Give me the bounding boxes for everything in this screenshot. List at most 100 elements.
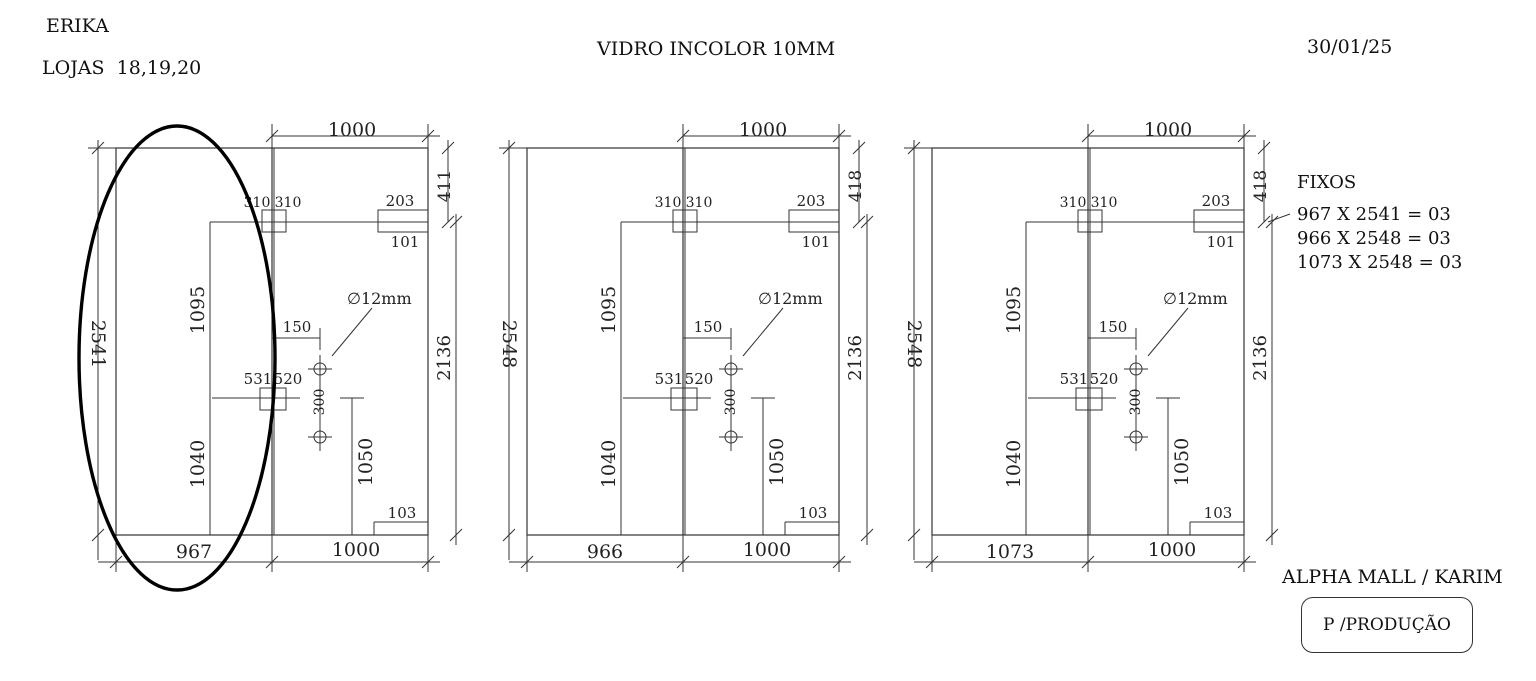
dim-lock-right: 520 [274, 370, 303, 388]
dim-top-width: 1000 [1144, 119, 1192, 141]
dim-notch-top-height: 101 [391, 233, 420, 251]
dim-lock-right: 520 [685, 370, 714, 388]
dimension-tick [860, 215, 874, 229]
dim-notch-top-width: 203 [797, 192, 826, 210]
top-pivot-box [1077, 209, 1103, 233]
dim-bottom-right: 1000 [743, 539, 791, 561]
client-site: ALPHA MALL / KARIM [1282, 566, 1503, 588]
dim-hole-diameter: ∅12mm [1163, 289, 1228, 308]
dim-bottom-left: 967 [176, 541, 212, 563]
dim-pivot-right: 310 [275, 195, 302, 211]
highlight-ellipse [77, 124, 277, 592]
diameter-leader [331, 307, 373, 357]
dim-hole-offset: 150 [283, 318, 312, 336]
dim-hole-offset: 150 [1099, 318, 1128, 336]
dimension-tick [860, 528, 874, 542]
fixos-leader [1267, 213, 1291, 223]
dimension-tick [1257, 215, 1271, 229]
dim-notch-bottom: 103 [388, 504, 417, 522]
dimension-tick [441, 141, 455, 155]
fixed-panel-item: 967 X 2541 = 03 [1297, 204, 1451, 225]
dim-lock-left: 531 [655, 370, 684, 388]
fixed-panels-title: FIXOS [1297, 172, 1357, 193]
dim-hinge-upper: 1095 [598, 286, 620, 334]
dim-handle-height: 1050 [355, 438, 377, 486]
dim-lock-left: 531 [1060, 370, 1089, 388]
dim-notch-bottom: 103 [1204, 504, 1233, 522]
dim-notch-top-height: 101 [1207, 233, 1236, 251]
dimension-tick [852, 215, 866, 229]
dimension-tick [907, 528, 921, 542]
dim-bottom-left: 966 [587, 541, 623, 563]
lock-box [1075, 387, 1103, 411]
client-name: ERIKA [46, 15, 109, 37]
dim-hinge-lower: 1040 [1003, 440, 1025, 488]
dim-overall-height: 2548 [498, 320, 520, 368]
dim-hinge-upper: 1095 [187, 286, 209, 334]
top-pivot-box [672, 209, 698, 233]
production-stamp: P /PRODUÇÃO [1301, 597, 1473, 653]
material-title: VIDRO INCOLOR 10MM [597, 38, 836, 60]
diameter-leader [1147, 307, 1189, 357]
lock-box [670, 387, 698, 411]
dim-pivot-right: 310 [686, 195, 713, 211]
stores-line: LOJAS 18,19,20 [42, 57, 201, 79]
dimension-tick [1265, 528, 1279, 542]
top-notch [788, 209, 840, 233]
dim-door-height: 2136 [1250, 335, 1271, 381]
dim-door-height: 2136 [845, 335, 866, 381]
dim-notch-top-width: 203 [386, 192, 415, 210]
dim-top-height: 418 [1251, 170, 1271, 202]
dim-pivot-left: 310 [655, 195, 682, 211]
dim-hinge-lower: 1040 [598, 440, 620, 488]
dim-overall-height: 2541 [87, 320, 109, 368]
dimension-tick [441, 215, 455, 229]
production-stamp-label: P /PRODUÇÃO [1323, 615, 1451, 635]
stores-value: 18,19,20 [116, 57, 202, 79]
top-notch [1193, 209, 1245, 233]
dim-hole-diameter: ∅12mm [758, 289, 823, 308]
diameter-leader [742, 307, 784, 357]
dimension-tick [449, 215, 463, 229]
dim-bottom-right: 1000 [332, 539, 380, 561]
dim-top-width: 1000 [739, 119, 787, 141]
dim-top-height: 411 [435, 170, 455, 202]
dim-hole-spacing: 300 [312, 389, 328, 416]
dim-lock-right: 520 [1090, 370, 1119, 388]
dim-pivot-right: 310 [1091, 195, 1118, 211]
dimension-tick [91, 528, 105, 542]
dimension-tick [1265, 215, 1279, 229]
fixed-panel-item: 966 X 2548 = 03 [1297, 228, 1451, 249]
dimension-tick [852, 141, 866, 155]
fixed-panels-list: FIXOS 967 X 2541 = 03 966 X 2548 = 03 10… [1297, 171, 1462, 275]
dim-hole-diameter: ∅12mm [347, 289, 412, 308]
dim-hole-offset: 150 [694, 318, 723, 336]
dim-pivot-left: 310 [1060, 195, 1087, 211]
dim-notch-bottom: 103 [799, 504, 828, 522]
dim-top-height: 418 [846, 170, 866, 202]
dim-handle-height: 1050 [766, 438, 788, 486]
stores-label: LOJAS [42, 57, 105, 79]
dimension-tick [449, 528, 463, 542]
dim-handle-height: 1050 [1171, 438, 1193, 486]
dim-hinge-lower: 1040 [187, 440, 209, 488]
dim-lock-left: 531 [244, 370, 273, 388]
drawing-date: 30/01/25 [1307, 36, 1393, 58]
dimension-tick [1257, 141, 1271, 155]
dim-hinge-upper: 1095 [1003, 286, 1025, 334]
dim-notch-top-height: 101 [802, 233, 831, 251]
top-pivot-box [261, 209, 287, 233]
fixed-panel-item: 1073 X 2548 = 03 [1297, 252, 1463, 273]
dim-door-height: 2136 [434, 335, 455, 381]
dim-notch-top-width: 203 [1202, 192, 1231, 210]
dim-overall-height: 2548 [903, 320, 925, 368]
top-notch [377, 209, 429, 233]
dim-bottom-right: 1000 [1148, 539, 1196, 561]
dim-bottom-left: 1073 [986, 541, 1034, 563]
dimension-tick [502, 528, 516, 542]
dim-hole-spacing: 300 [1128, 389, 1144, 416]
dim-top-width: 1000 [328, 119, 376, 141]
